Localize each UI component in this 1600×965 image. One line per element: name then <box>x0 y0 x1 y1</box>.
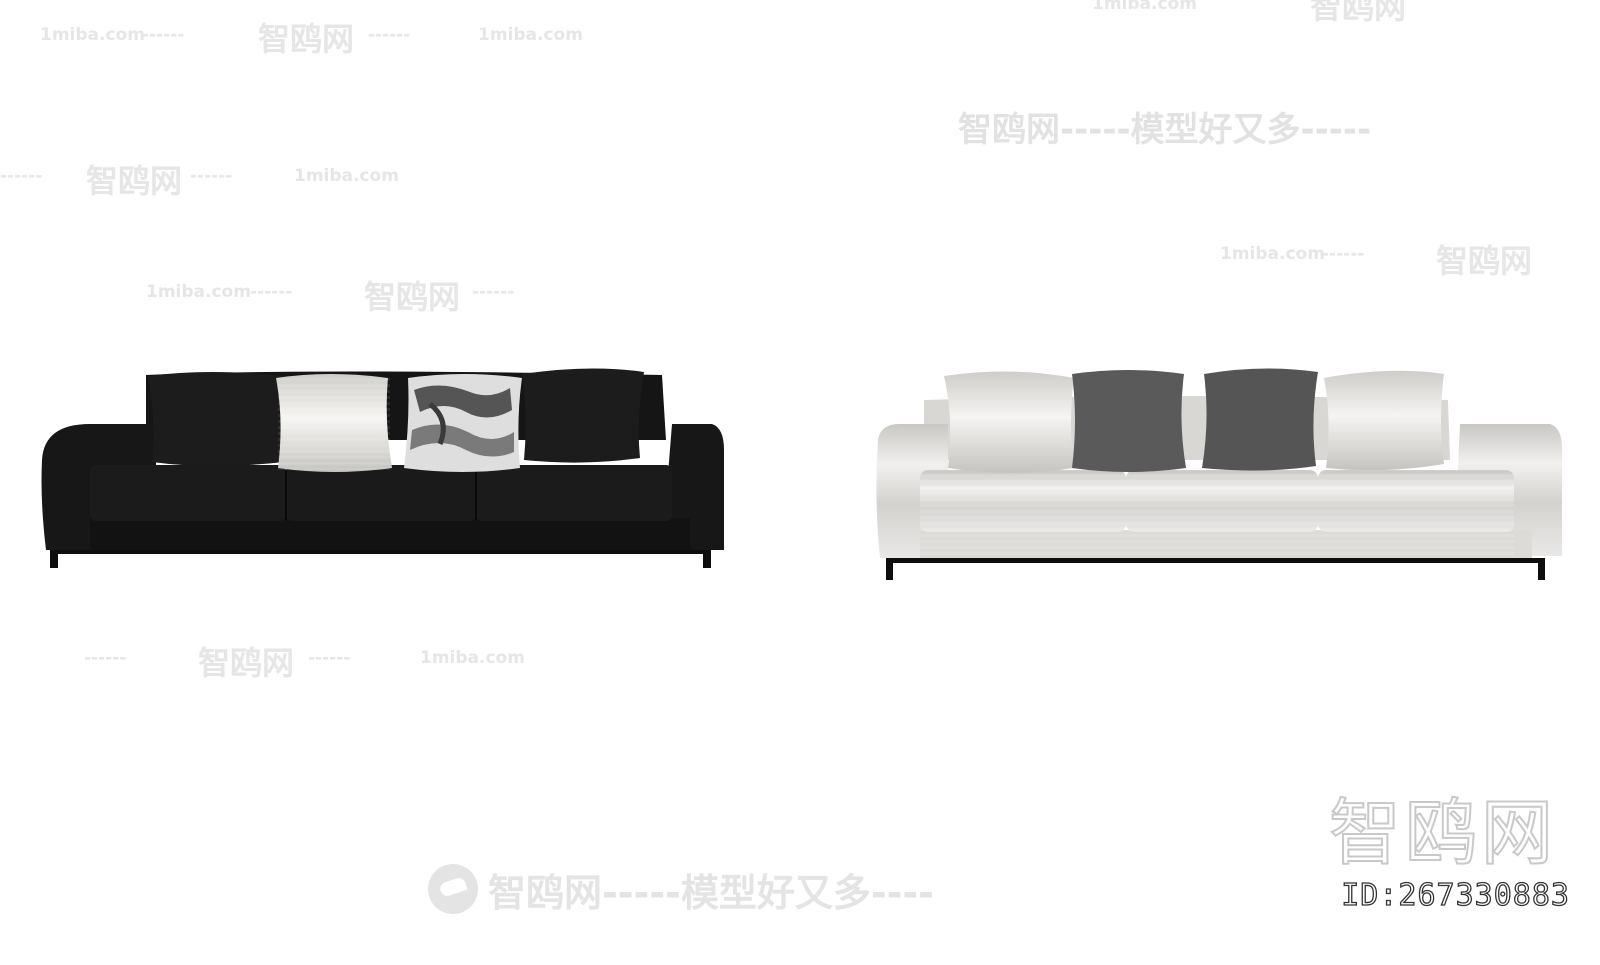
watermark-url: 1miba.com <box>1092 0 1197 14</box>
watermark-dashes: ------ <box>368 25 411 45</box>
watermark-dashes: ------ <box>1322 244 1365 264</box>
watermark-dashes: ------ <box>472 282 515 302</box>
brand-footer: 智鸥网-----模型好又多---- <box>428 862 934 916</box>
watermark-dashes: ------ <box>84 648 127 668</box>
watermark-brand: 智鸥网 <box>198 644 295 682</box>
watermark-brand: 智鸥网 <box>364 278 461 316</box>
watermark-brand-line: 智鸥网-----模型好又多----- <box>958 110 1372 150</box>
model-id-label: ID:267330883 <box>1341 877 1570 913</box>
watermark-brand: 智鸥网 <box>86 162 183 200</box>
watermark-dashes: ------ <box>308 648 351 668</box>
brand-footer-text: 智鸥网-----模型好又多---- <box>488 870 934 915</box>
watermark-url: 1miba.com <box>146 282 251 302</box>
watermark-brand: 智鸥网 <box>258 20 355 58</box>
watermark-url: 1miba.com <box>1220 244 1325 264</box>
watermark-brand: 智鸥网 <box>1436 242 1533 280</box>
watermark-url: 1miba.com <box>420 648 525 668</box>
brand-logo: 智鸥网 <box>1328 791 1557 875</box>
watermark-url: 1miba.com <box>294 166 399 186</box>
watermark-dashes: ------ <box>250 282 293 302</box>
watermark-dashes: ------ <box>190 166 233 186</box>
watermark-url: 1miba.com <box>478 25 583 45</box>
watermark-url: 1miba.com <box>40 25 145 45</box>
dark-sofa <box>41 368 724 568</box>
watermark-dashes: ------ <box>0 166 43 186</box>
light-sofa <box>876 368 1562 580</box>
watermark-brand: 智鸥网 <box>1310 0 1407 26</box>
brand-bird-icon <box>428 864 478 914</box>
watermark-dashes: ------ <box>142 25 185 45</box>
